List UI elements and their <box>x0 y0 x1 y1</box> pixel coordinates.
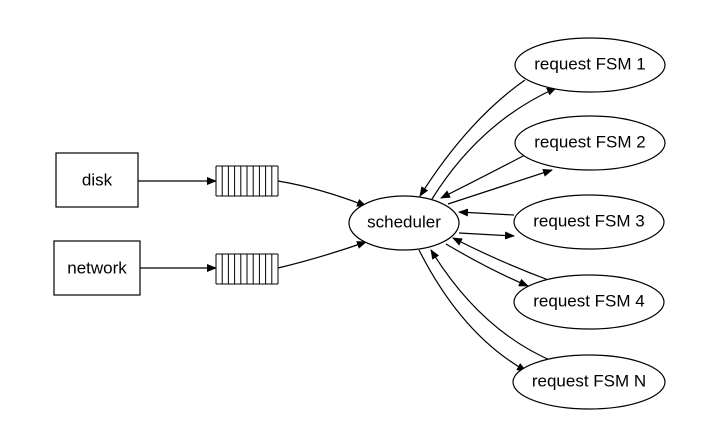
edge-scheduler-to-fsmN <box>418 249 527 372</box>
disk-queue <box>215 165 279 197</box>
edge-fsm2-to-scheduler <box>440 154 526 199</box>
edge-scheduler-to-fsm3 <box>458 231 515 240</box>
fsm-label-2: request FSM 2 <box>534 132 646 151</box>
edge-scheduler-to-fsm4 <box>445 243 529 287</box>
fsm-node-n: request FSM N <box>512 354 666 410</box>
fsm-node-1: request FSM 1 <box>514 37 666 93</box>
network-label: network <box>67 258 127 277</box>
fsm-node-4: request FSM 4 <box>513 274 665 330</box>
edge-network-queue-to-scheduler <box>277 241 367 269</box>
fsm-node-3: request FSM 3 <box>513 194 665 250</box>
edge-scheduler-to-fsm2 <box>447 168 553 205</box>
edge-fsmN-to-scheduler <box>430 249 553 362</box>
fsm-label-1: request FSM 1 <box>534 54 646 73</box>
scheduler-node: scheduler <box>348 195 460 251</box>
edge-scheduler-to-fsm1 <box>431 87 557 200</box>
edge-fsm4-to-scheduler <box>452 237 552 282</box>
fsm-node-2: request FSM 2 <box>514 115 666 171</box>
edge-fsm3-to-scheduler <box>458 208 515 217</box>
fsm-label-4: request FSM 4 <box>533 291 645 310</box>
disk-node: disk <box>55 152 139 208</box>
edge-disk-queue-to-scheduler <box>277 180 367 207</box>
fsm-label-n: request FSM N <box>532 371 646 390</box>
fsm-label-3: request FSM 3 <box>533 211 645 230</box>
edge-fsm1-to-scheduler <box>419 79 526 197</box>
network-queue <box>215 253 279 285</box>
disk-label: disk <box>82 170 113 189</box>
network-node: network <box>53 240 141 296</box>
scheduler-label: scheduler <box>367 212 441 231</box>
